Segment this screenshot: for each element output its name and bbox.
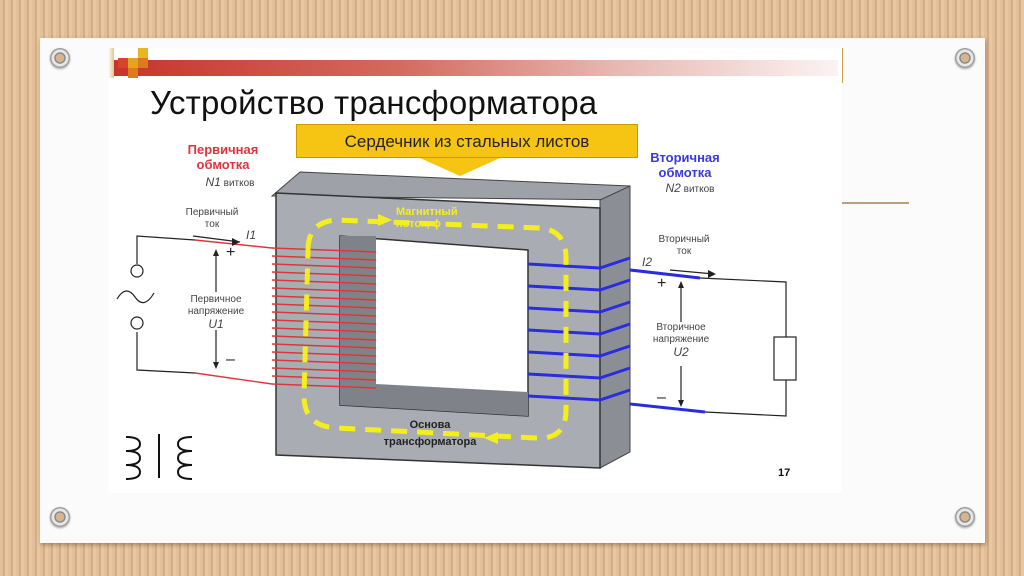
title-bar	[108, 60, 838, 76]
primary-winding	[194, 239, 377, 389]
callout-pointer	[420, 158, 500, 176]
arrow-icon	[213, 362, 219, 369]
primary-minus: –	[226, 351, 235, 368]
label-line: обмотка	[658, 165, 712, 180]
primary-current-label: Первичный ток	[180, 207, 244, 231]
grommet-icon	[955, 48, 975, 68]
turns-unit: витков	[223, 178, 255, 189]
secondary-turns: N2 витков	[650, 182, 730, 196]
decor-line	[842, 202, 909, 204]
secondary-winding	[527, 256, 706, 414]
label-line: ток	[676, 246, 692, 257]
arrow-icon	[708, 270, 716, 278]
turns-var: N2	[665, 181, 681, 195]
core-base-label: Основа трансформатора	[360, 417, 500, 451]
primary-plus: +	[226, 244, 236, 261]
primary-circuit	[116, 235, 241, 374]
transformer-symbol-icon	[125, 434, 193, 480]
grommet-icon	[955, 507, 975, 527]
label-line: Первичное	[190, 294, 242, 305]
label-line: трансформатора	[383, 436, 477, 448]
label-line: Первичная	[187, 142, 259, 157]
secondary-plus: +	[657, 275, 667, 292]
grommet-icon	[50, 48, 70, 68]
label-line: Магнитный	[396, 206, 458, 218]
secondary-current-var: I2	[642, 255, 653, 269]
magnetic-flux-path	[301, 217, 569, 441]
label-line: Вторичная	[650, 150, 720, 165]
secondary-voltage-label: Вторичное напряжение U2	[636, 322, 726, 358]
arrow-icon	[678, 281, 684, 288]
flux-arrow-icon	[484, 432, 498, 444]
flux-arrow-icon	[378, 214, 392, 226]
turns-var: N1	[205, 175, 221, 189]
core-callout: Сердечник из стальных листов	[296, 124, 638, 158]
secondary-minus: –	[657, 389, 666, 406]
turns-unit: витков	[683, 184, 715, 195]
flux-label: Магнитный поток, ϕ	[396, 206, 492, 230]
ac-source-terminal	[130, 316, 144, 330]
label-line: Первичный	[185, 207, 239, 218]
secondary-winding-title: Вторичная обмотка	[638, 150, 732, 180]
arrow-icon	[678, 400, 684, 407]
arrow-icon	[213, 249, 219, 256]
label-line: обмотка	[196, 157, 250, 172]
secondary-circuit	[669, 269, 797, 417]
page-number: 17	[778, 467, 791, 479]
voltage-var: U2	[673, 345, 689, 359]
label-line: Вторичное	[656, 322, 706, 333]
page-title: Устройство трансформатора	[150, 84, 598, 121]
voltage-var: U1	[208, 317, 224, 331]
arrow-icon	[232, 238, 240, 246]
secondary-current-label: Вторичный ток	[648, 234, 720, 258]
label-line: Основа	[409, 419, 451, 431]
resistor-icon	[773, 336, 797, 381]
core-window-side	[340, 236, 528, 416]
grommet-icon	[50, 507, 70, 527]
label-line: ток	[204, 219, 220, 230]
label-line: напряжение	[652, 334, 710, 345]
label-line: Вторичный	[658, 234, 710, 245]
primary-voltage-label: Первичное напряжение U1	[168, 294, 264, 330]
label-line: напряжение	[187, 306, 245, 317]
decor-line	[841, 48, 843, 83]
primary-current-var: I1	[246, 228, 257, 242]
primary-turns: N1 витков	[190, 176, 270, 190]
ac-source-terminal	[130, 264, 144, 278]
primary-winding-title: Первичная обмотка	[180, 142, 266, 172]
label-line: поток, ϕ	[396, 218, 441, 230]
ac-source-icon	[116, 290, 155, 304]
